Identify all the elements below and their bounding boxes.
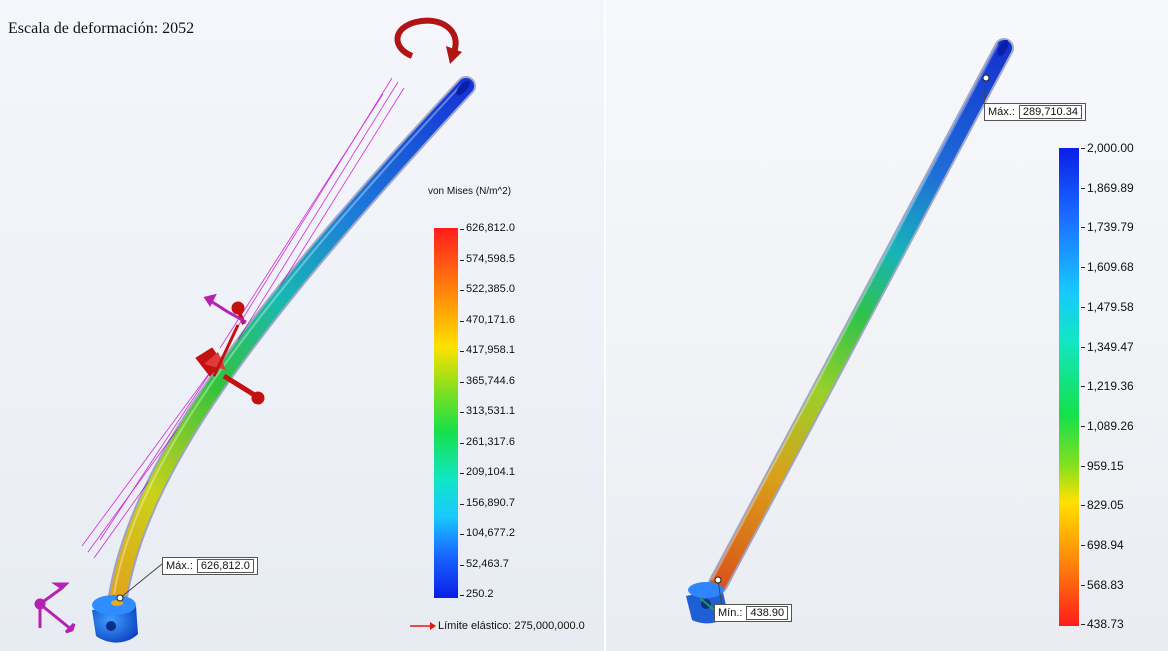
max-leader-line — [119, 563, 163, 599]
deformed-tube-model[interactable] — [0, 0, 606, 651]
base-fixture — [92, 595, 138, 643]
left-legend-tick-mark — [460, 503, 464, 505]
rotation-arrow-icon — [394, 17, 462, 64]
left-legend-tick-mark — [460, 259, 464, 261]
right-legend-tick-mark — [1081, 267, 1085, 269]
legend-title: von Mises (N/m^2) — [428, 186, 512, 197]
left-legend-tick-mark — [460, 412, 464, 413]
right-legend-tick-mark — [1081, 584, 1085, 586]
result-color-bar — [1059, 148, 1079, 626]
yield-limit: Límite elástico: 275,000,000.0 — [410, 620, 585, 632]
right-legend-tick-label: 1,089.26 — [1087, 418, 1134, 433]
right-viewport[interactable]: 2,000.00 1,869.89 1,739.79 1,609.68 1,479.58… — [606, 0, 1168, 651]
max-label: Máx.: — [166, 560, 193, 572]
min-leader-line — [717, 579, 723, 609]
reference-triad-icon — [34, 293, 247, 634]
min-callout[interactable]: Mín.: 438.90 — [714, 604, 793, 622]
left-legend-tick-mark — [460, 290, 464, 291]
von-mises-color-bar — [434, 228, 458, 598]
min-label: Mín.: — [718, 607, 743, 619]
min-value: 438.90 — [746, 606, 789, 620]
left-legend-tick-mark — [460, 442, 464, 444]
right-legend-tick-mark — [1081, 306, 1085, 308]
left-legend-tick-label: 574,598.5 — [466, 252, 515, 265]
right-legend-tick-label: 829.05 — [1087, 498, 1124, 513]
left-legend-tick-label: 209,104.1 — [466, 466, 515, 478]
max-label-right: Máx.: — [988, 106, 1015, 118]
left-legend-tick-mark — [460, 381, 464, 383]
right-legend-tick-mark — [1081, 465, 1085, 467]
left-legend-tick-label: 417,958.1 — [466, 344, 515, 356]
left-legend-tick-label: 156,890.7 — [466, 496, 515, 509]
right-legend-tick-mark — [1081, 386, 1085, 388]
left-legend-tick-mark — [460, 229, 464, 230]
max-marker — [116, 594, 124, 602]
max-leader-line-right — [983, 77, 987, 105]
right-legend-tick-mark — [1081, 425, 1085, 427]
right-legend-tick-label: 438.73 — [1087, 617, 1124, 632]
right-legend-tick-mark — [1081, 148, 1085, 149]
right-legend-tick-label: 1,479.58 — [1087, 299, 1134, 314]
left-legend-tick-mark — [460, 351, 464, 352]
yield-arrow-icon — [410, 622, 436, 630]
left-legend-tick-label: 522,385.0 — [466, 283, 515, 295]
left-legend-tick-label: 104,677.2 — [466, 527, 515, 539]
max-value-right: 289,710.34 — [1018, 105, 1082, 119]
straight-tube-model[interactable] — [606, 0, 1168, 651]
left-viewport[interactable]: Escala de deformación: 2052 von Mises (N… — [0, 0, 606, 651]
right-legend-tick-label: 2,000.00 — [1087, 141, 1134, 155]
right-legend-tick-label: 1,739.79 — [1087, 220, 1134, 235]
right-legend-tick-label: 1,219.36 — [1087, 379, 1134, 394]
right-legend-tick-label: 568.83 — [1087, 577, 1124, 592]
right-legend-tick-label: 1,609.68 — [1087, 260, 1134, 275]
right-legend-tick-mark — [1081, 624, 1085, 626]
left-legend-tick-label: 365,744.6 — [466, 374, 515, 387]
right-legend-tick-mark — [1081, 505, 1085, 507]
yield-limit-text: Límite elástico: 275,000,000.0 — [438, 620, 585, 632]
right-legend-tick-label: 1,869.89 — [1087, 180, 1134, 195]
right-legend-tick-mark — [1081, 346, 1085, 348]
right-legend-tick-mark — [1081, 545, 1085, 546]
max-marker-right — [982, 74, 990, 82]
left-legend-tick-mark — [460, 595, 464, 596]
left-legend-tick-mark — [460, 473, 464, 474]
max-value: 626,812.0 — [196, 559, 254, 573]
max-callout[interactable]: Máx.: 626,812.0 — [162, 557, 258, 575]
deformation-scale-caption: Escala de deformación: 2052 — [8, 20, 195, 37]
right-legend-tick-mark — [1081, 227, 1085, 229]
left-legend-tick-mark — [460, 534, 464, 535]
right-legend-tick-label: 959.15 — [1087, 458, 1124, 473]
left-legend-tick-label: 470,171.6 — [466, 313, 515, 326]
right-legend-tick-label: 1,349.47 — [1087, 339, 1134, 354]
max-callout-right[interactable]: Máx.: 289,710.34 — [984, 103, 1086, 121]
right-legend-tick-mark — [1081, 187, 1085, 189]
left-legend-tick-label: 250.2 — [466, 588, 494, 600]
left-legend-tick-label: 626,812.0 — [466, 222, 515, 234]
left-legend-tick-label: 313,531.1 — [466, 405, 515, 417]
panel-divider — [604, 0, 607, 651]
left-legend-tick-mark — [460, 320, 464, 322]
min-marker — [714, 576, 722, 584]
left-legend-tick-mark — [460, 564, 464, 566]
tube-end — [456, 80, 470, 96]
right-legend-tick-label: 698.94 — [1087, 538, 1124, 552]
left-legend-tick-label: 52,463.7 — [466, 557, 509, 570]
left-legend-tick-label: 261,317.6 — [466, 435, 515, 448]
